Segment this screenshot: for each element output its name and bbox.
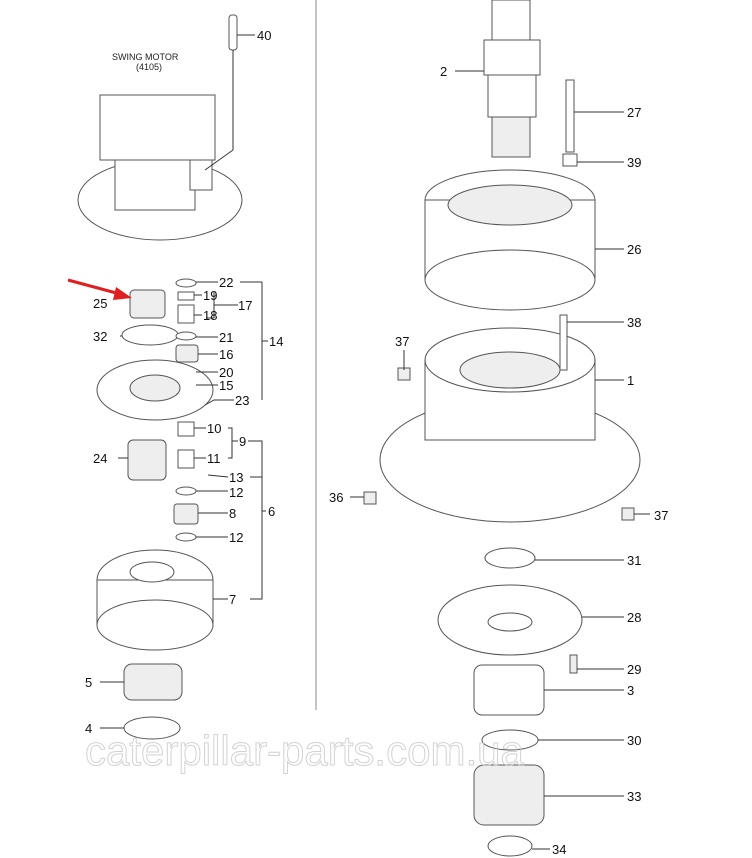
callout-8: 8 [229, 506, 236, 521]
assembly-code: (4105) [136, 62, 162, 72]
callout-19: 19 [203, 288, 217, 303]
callout-17: 17 [238, 298, 252, 313]
callout-18: 18 [203, 308, 217, 323]
callout-33: 33 [627, 789, 641, 804]
callout-25: 25 [93, 296, 107, 311]
callout-31: 31 [627, 553, 641, 568]
callout-40: 40 [257, 28, 271, 43]
callout-14: 14 [269, 334, 283, 349]
callout-23: 23 [235, 393, 249, 408]
callout-39: 39 [627, 155, 641, 170]
callout-27: 27 [627, 105, 641, 120]
callout-2: 2 [440, 64, 447, 79]
callout-7: 7 [229, 592, 236, 607]
callout-22: 22 [219, 275, 233, 290]
callout-16: 16 [219, 347, 233, 362]
callouts-right: 40 2 27 39 26 38 37 1 36 37 31 28 29 3 3… [257, 28, 668, 857]
highlight-arrow [67, 278, 132, 300]
callout-4: 4 [85, 721, 92, 736]
callout-9: 9 [239, 434, 246, 449]
watermark: caterpillar-parts.com.ua [85, 727, 524, 774]
callouts-left: 22 19 17 18 25 32 21 14 16 20 15 23 10 9… [85, 275, 283, 736]
callout-37-right: 37 [654, 508, 668, 523]
callout-13: 13 [229, 470, 243, 485]
leader-lines [100, 34, 650, 850]
swing-motor-drawing [77, 14, 243, 241]
assembly-title: SWING MOTOR [112, 52, 179, 62]
callout-29: 29 [627, 662, 641, 677]
callout-34: 34 [552, 842, 566, 857]
callout-24: 24 [93, 451, 107, 466]
callout-37-left: 37 [395, 334, 409, 349]
callout-11: 11 [207, 451, 221, 466]
callout-36: 36 [329, 490, 343, 505]
callout-6: 6 [268, 504, 275, 519]
left-parts [96, 278, 214, 740]
callout-30: 30 [627, 733, 641, 748]
callout-15: 15 [219, 378, 233, 393]
callout-38: 38 [627, 315, 641, 330]
callout-26: 26 [627, 242, 641, 257]
callout-3: 3 [627, 683, 634, 698]
callout-32: 32 [93, 329, 107, 344]
callout-20: 20 [219, 365, 233, 380]
callout-12-lower: 12 [229, 530, 243, 545]
callout-21: 21 [219, 330, 233, 345]
callout-10: 10 [207, 421, 221, 436]
callout-28: 28 [627, 610, 641, 625]
right-parts [363, 0, 641, 857]
callout-5: 5 [85, 675, 92, 690]
callout-1: 1 [627, 373, 634, 388]
callout-12-upper: 12 [229, 485, 243, 500]
